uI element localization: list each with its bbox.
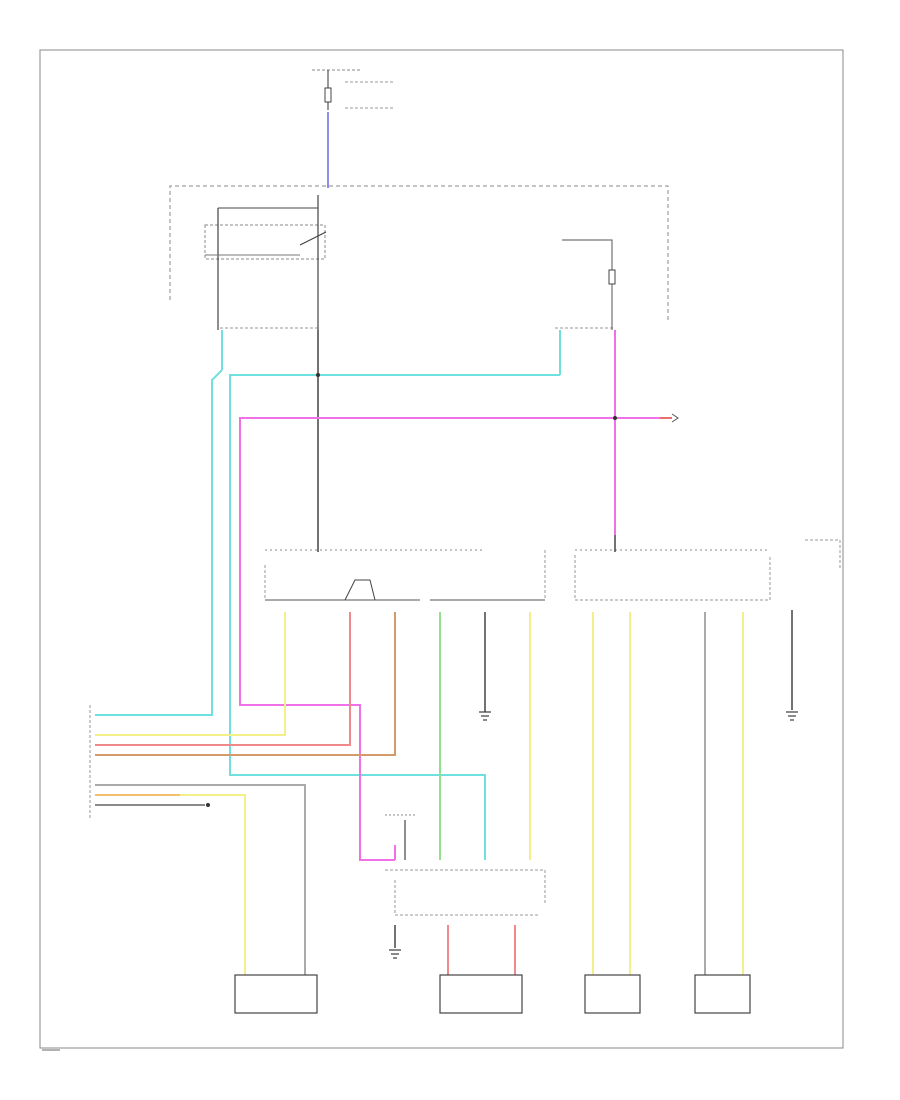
wire-cyan — [95, 330, 560, 860]
left-connector — [89, 705, 306, 975]
battery-feed — [312, 69, 395, 188]
right-fuse — [559, 239, 616, 535]
right-front-switch — [385, 814, 546, 975]
fuse-icon — [324, 87, 332, 103]
left-front-switch — [264, 545, 546, 601]
rear-switches — [574, 535, 841, 601]
junction-block — [169, 185, 669, 329]
switch-output-wires — [95, 612, 531, 860]
wire-magenta — [239, 413, 679, 861]
diagram-frame — [39, 49, 844, 1049]
ground-icon — [479, 610, 798, 721]
rear-wires — [592, 612, 744, 975]
relay — [204, 195, 327, 330]
switch-icon — [344, 579, 376, 601]
switch-icon — [299, 231, 327, 246]
wire-black — [316, 330, 320, 545]
fuse-icon — [608, 269, 616, 285]
motor-icon — [234, 974, 751, 1014]
